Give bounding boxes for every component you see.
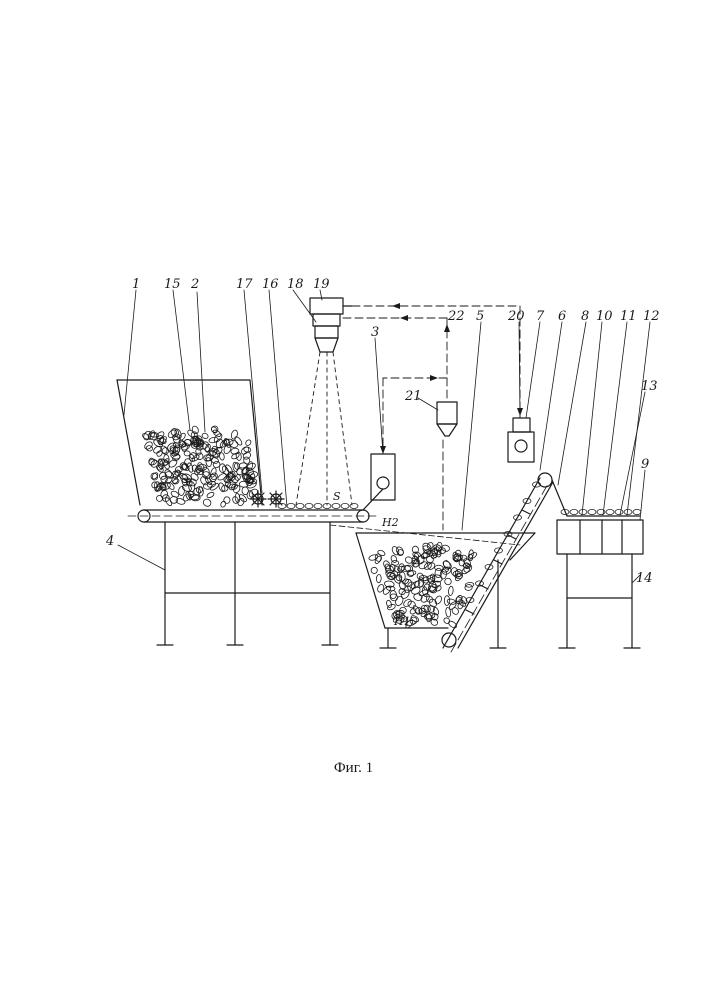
potato xyxy=(382,585,392,596)
potato xyxy=(588,509,596,514)
potato xyxy=(184,451,191,457)
sensor-21 xyxy=(437,402,457,436)
left-frame xyxy=(157,522,338,645)
produce-pile-left xyxy=(141,425,259,508)
callout-12: 12 xyxy=(643,309,660,324)
potato xyxy=(633,509,641,514)
potato xyxy=(248,488,259,499)
callout-3: 3 xyxy=(371,325,379,340)
callout-5: 5 xyxy=(476,309,484,324)
potato xyxy=(188,453,196,462)
potato xyxy=(426,614,431,622)
potato xyxy=(615,509,623,514)
callout-7: 7 xyxy=(536,309,545,324)
potato xyxy=(350,503,358,508)
drive-unit-7 xyxy=(508,418,534,462)
camera-unit xyxy=(310,298,352,352)
label-h2: H2 xyxy=(381,516,399,529)
potato xyxy=(445,607,451,617)
potato xyxy=(579,509,587,514)
potato xyxy=(220,501,227,508)
potato xyxy=(161,447,169,455)
potato xyxy=(597,509,605,514)
potato xyxy=(314,503,322,508)
potato xyxy=(287,503,295,508)
potato xyxy=(448,586,454,596)
potato xyxy=(148,459,156,466)
potato xyxy=(245,439,252,447)
potato xyxy=(175,498,185,506)
potato xyxy=(242,487,249,495)
callout-8: 8 xyxy=(581,309,589,324)
callout-21: 21 xyxy=(404,389,422,404)
potato xyxy=(199,475,210,486)
potato xyxy=(371,567,378,574)
callout-13: 13 xyxy=(641,379,658,394)
potato xyxy=(624,509,632,514)
callout-9: 9 xyxy=(641,457,649,472)
potato xyxy=(155,494,163,502)
label-s: S xyxy=(333,490,341,503)
potato xyxy=(606,509,614,514)
callout-19: 19 xyxy=(313,277,330,292)
callout-16: 16 xyxy=(262,277,279,292)
figure-caption: Фиг. 1 xyxy=(0,760,707,777)
callout-numbers: 1 15 2 17 16 18 19 3 22 5 20 7 6 8 10 11… xyxy=(105,277,660,586)
sorting-boxes xyxy=(552,480,643,554)
potato xyxy=(376,574,381,583)
callout-15: 15 xyxy=(164,277,181,292)
callout-6: 6 xyxy=(558,309,566,324)
callout-18: 18 xyxy=(287,277,304,292)
callout-10: 10 xyxy=(596,309,613,324)
callout-2: 2 xyxy=(190,277,199,292)
upper-conveyor xyxy=(128,510,380,522)
callout-14: 14 xyxy=(636,571,653,586)
potato xyxy=(374,553,382,562)
signal-lines xyxy=(343,306,520,530)
potato xyxy=(394,595,405,607)
potato xyxy=(332,503,340,508)
potato xyxy=(392,560,399,565)
label-h1: H1 xyxy=(393,615,411,628)
potato xyxy=(377,549,386,556)
callout-20: 20 xyxy=(507,309,525,324)
potato xyxy=(376,583,385,593)
potato xyxy=(210,425,219,434)
potato xyxy=(296,503,304,508)
callout-17: 17 xyxy=(236,277,253,292)
potato xyxy=(390,555,398,564)
potato xyxy=(402,598,412,608)
drive-unit-3 xyxy=(363,454,395,510)
potato xyxy=(224,497,231,504)
potato xyxy=(231,452,240,460)
potato xyxy=(305,503,313,508)
potato xyxy=(443,617,451,625)
camera-view-cone xyxy=(296,352,352,505)
callout-4: 4 xyxy=(105,534,114,549)
callout-11: 11 xyxy=(620,309,637,324)
potato xyxy=(570,509,578,514)
potato xyxy=(447,620,457,629)
potato xyxy=(172,478,180,485)
callout-1: 1 xyxy=(132,277,140,292)
callout-22: 22 xyxy=(447,309,465,324)
right-frame xyxy=(559,554,640,648)
potato xyxy=(386,600,393,608)
potato xyxy=(178,486,185,495)
potato xyxy=(202,498,212,508)
potato xyxy=(191,425,199,434)
potato xyxy=(209,482,220,491)
potato xyxy=(341,503,349,508)
potato xyxy=(206,491,215,499)
